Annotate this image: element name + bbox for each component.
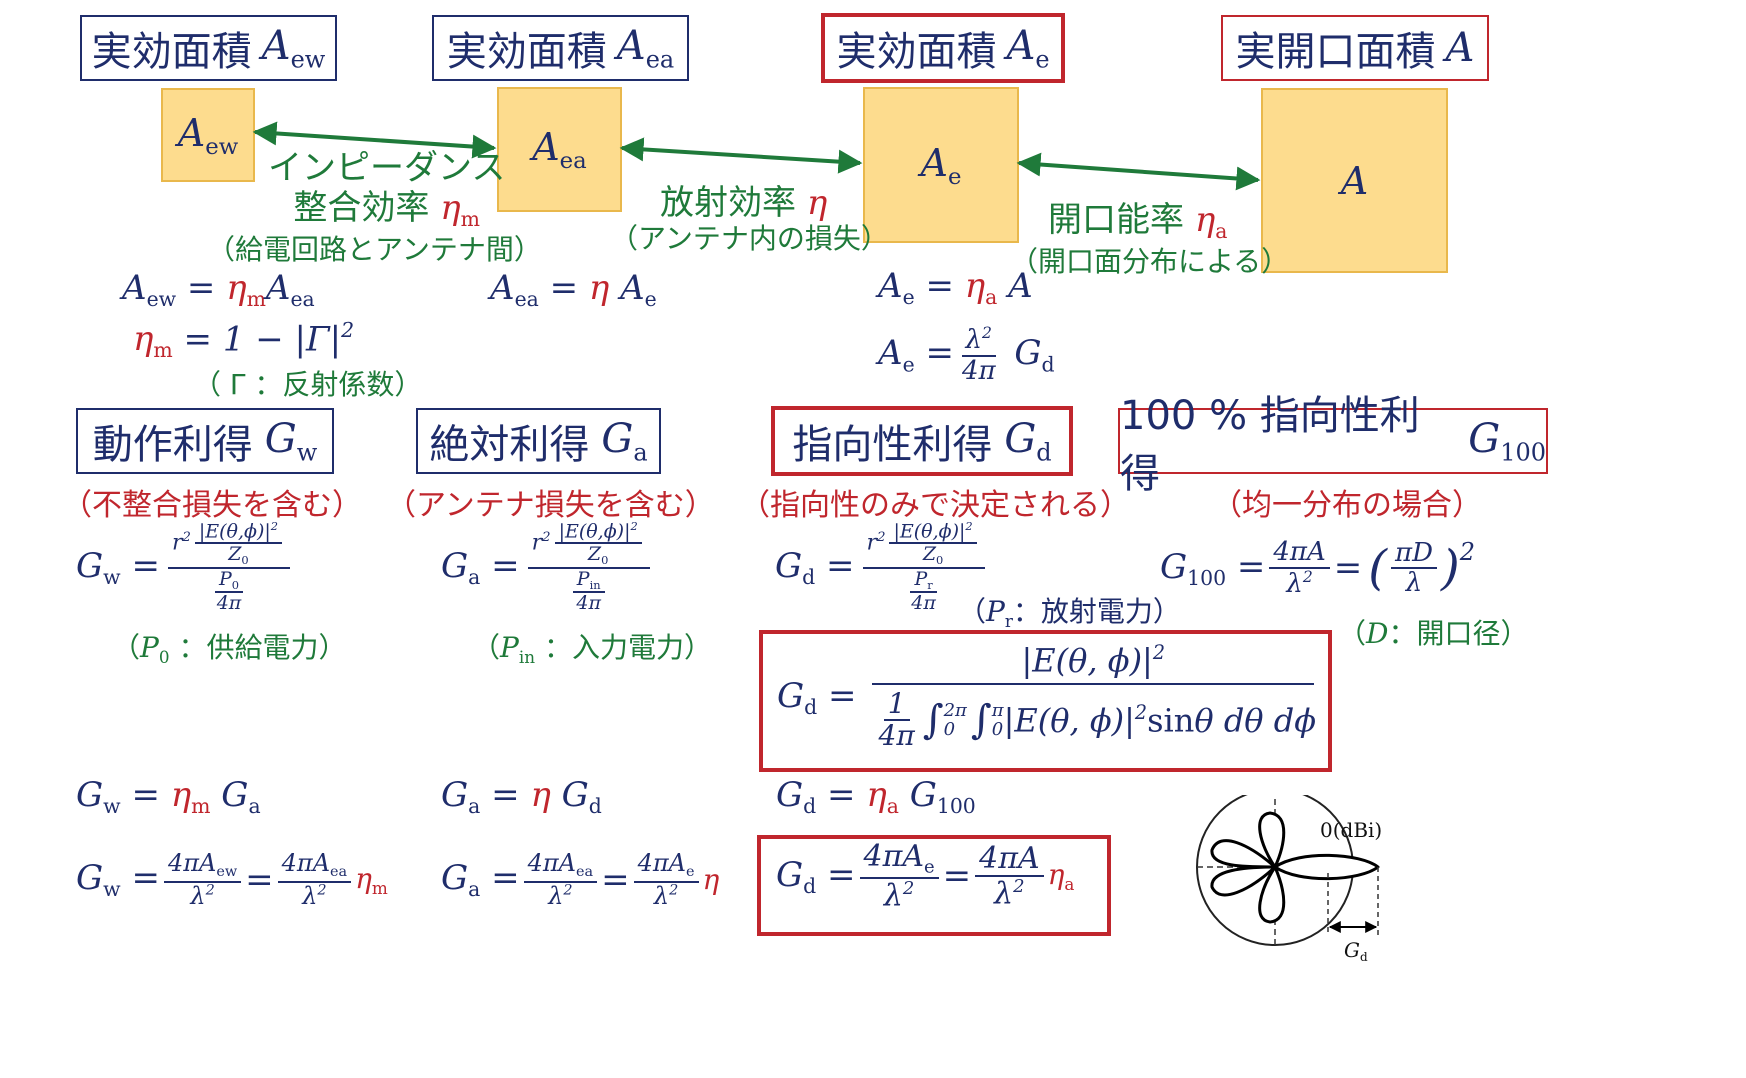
matching-efficiency-note: （給電回路とアンテナ間） (207, 233, 542, 266)
arrow-radiation (619, 137, 863, 174)
title-box-ae-symbol: Ae (1006, 22, 1050, 74)
title-box-ae-label: 実効面積 (836, 29, 997, 75)
eq-aew-relation: Aew = ηmAea (122, 268, 315, 312)
d-note: （D：開口径） (1338, 617, 1529, 650)
title-box-aea-symbol: Aea (616, 22, 675, 74)
gain-caption-gd: （指向性のみで決定される） (740, 488, 1130, 523)
eq-eta-m: ηm = 1 − |Γ|2 (133, 318, 355, 363)
title-box-aew-symbol: Aew (261, 22, 326, 74)
gd-area-box (757, 835, 1111, 936)
title-box-a-label: 実開口面積 (1235, 29, 1436, 75)
title-box-aew: 実効面積 Aew (80, 15, 337, 81)
gain-box-gw: 動作利得 Gw (76, 408, 334, 474)
gamma-note: （ Γ ：反射係数） (193, 368, 423, 401)
eq-aea-relation: Aea = η Ae (490, 268, 657, 312)
arrow-aperture (1016, 152, 1261, 191)
arrow-matching (252, 121, 497, 159)
gain-caption-g100: （均一分布の場合） (1212, 488, 1482, 523)
eq-ga-relation: Ga = η Gd (441, 775, 602, 819)
eq-gw-relation: Gw = ηm Ga (76, 775, 261, 819)
title-box-aea-label: 実効面積 (446, 29, 607, 75)
radiation-efficiency-label: 放射効率 η (660, 183, 828, 223)
pin-note: （Pin ：入力電力） (472, 631, 712, 667)
radiation-efficiency-note: （アンテナ内の損失） (610, 222, 889, 255)
area-square-a: A (1261, 88, 1448, 273)
area-square-aew: Aew (161, 88, 255, 182)
gain-box-gd: 指向性利得 Gd (771, 406, 1073, 476)
title-box-a: 実開口面積 A (1221, 15, 1489, 81)
pattern-width-label: Gd (1344, 938, 1368, 965)
radiation-pattern (1196, 795, 1380, 946)
gain-caption-ga: （アンテナ損失を含む） (386, 488, 715, 523)
pattern-level-label: 0(dBi) (1320, 818, 1383, 842)
aperture-efficiency-note: （開口面分布による） (1010, 245, 1290, 278)
area-square-ae: Ae (863, 87, 1019, 243)
eq-gd-relation: Gd = ηa G100 (776, 775, 976, 819)
area-square-aea: Aea (497, 87, 622, 212)
eq-ae-relation: Ae = ηa A (878, 266, 1033, 310)
aperture-efficiency-label: 開口能率 ηa (1048, 200, 1228, 244)
gain-box-g100: 100 % 指向性利得 G100 (1118, 393, 1548, 497)
title-box-ae: 実効面積 Ae (821, 13, 1065, 83)
matching-efficiency-label: インピーダンス 整合効率 ηm (268, 148, 506, 232)
gain-box-ga: 絶対利得 Ga (416, 408, 661, 474)
title-box-a-symbol: A (1445, 25, 1475, 71)
title-box-aea: 実効面積 Aea (432, 15, 689, 81)
gain-caption-gw: （不整合損失を含む） (62, 488, 362, 523)
pr-note: （Pr：放射電力） (958, 595, 1181, 631)
p0-note: （P0 ：供給電力） (112, 631, 347, 667)
title-box-aew-label: 実効面積 (91, 29, 252, 75)
gd-integral-box (759, 630, 1332, 772)
